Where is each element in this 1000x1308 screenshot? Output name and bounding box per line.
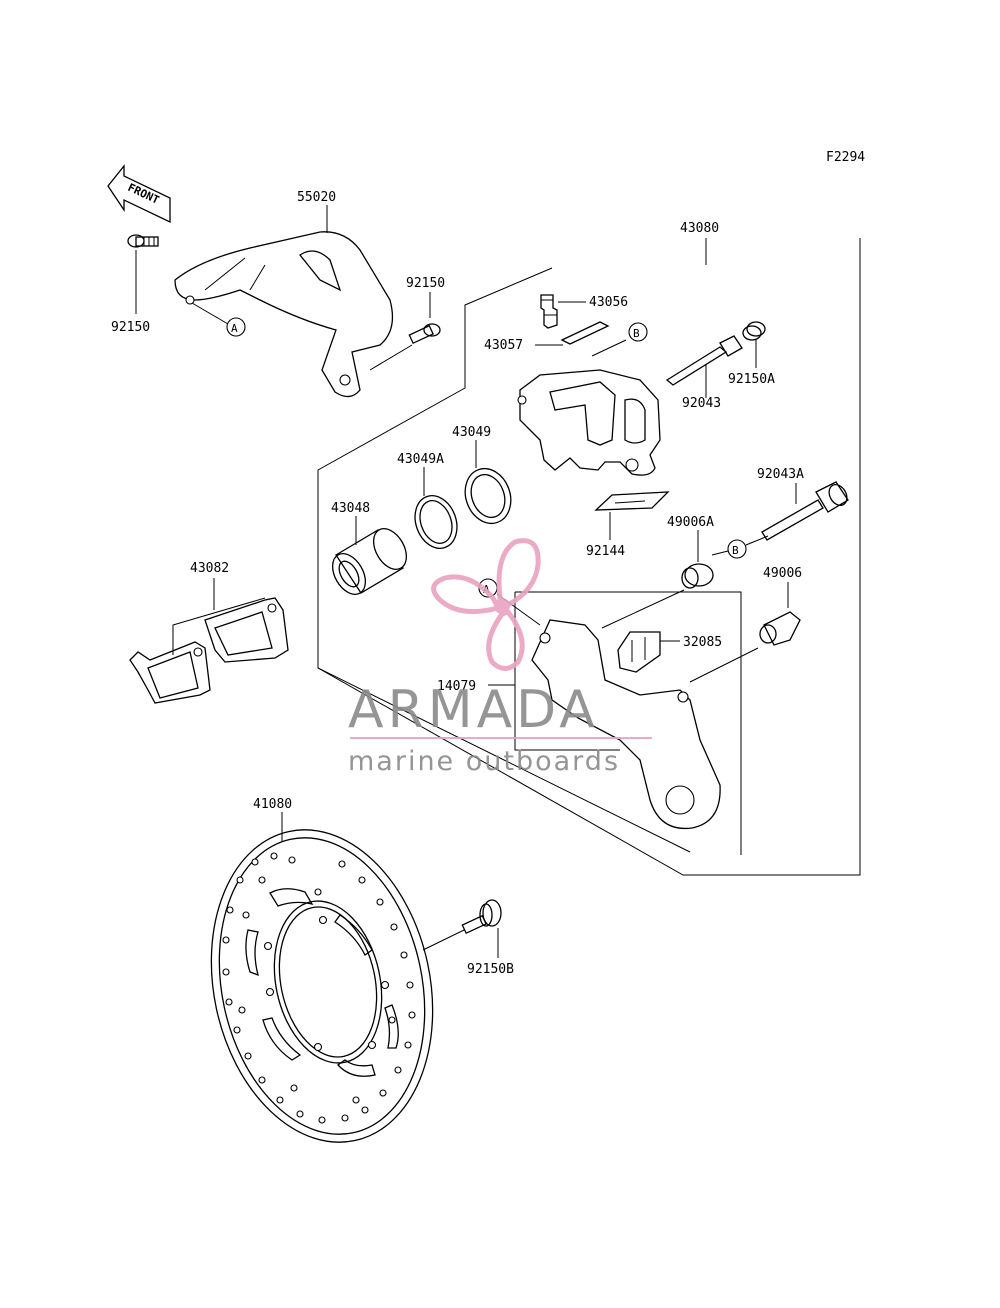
seal-43049a — [414, 467, 458, 549]
caliper-body — [517, 369, 661, 476]
callout-a-1: A — [226, 317, 246, 337]
label-55020: 55020 — [297, 190, 336, 205]
svg-text:B: B — [732, 544, 739, 557]
brake-guard-55020 — [174, 205, 394, 398]
label-92150-right: 92150 — [406, 276, 445, 291]
label-43080: 43080 — [680, 221, 719, 236]
brake-disc-41080 — [210, 812, 434, 1143]
label-92144: 92144 — [586, 544, 625, 559]
label-43049: 43049 — [452, 425, 491, 440]
bolt-92150b — [422, 899, 502, 958]
seal-43049 — [464, 440, 512, 525]
label-43048: 43048 — [331, 501, 370, 516]
pad-spring-32085 — [617, 631, 680, 673]
diagram-code: F2294 — [826, 150, 865, 165]
svg-text:A: A — [231, 322, 238, 335]
callout-b-2: B — [727, 539, 747, 559]
watermark-brand: ARMADA — [348, 680, 599, 740]
label-14079: 14079 — [437, 679, 476, 694]
label-92150a: 92150A — [728, 372, 775, 387]
piston-43048 — [331, 516, 408, 595]
brake-pads-43082 — [129, 578, 289, 704]
bolt-92150-left — [127, 234, 159, 314]
callout-b-1: B — [628, 322, 648, 342]
assembly-outline — [317, 238, 861, 876]
label-41080: 41080 — [253, 797, 292, 812]
front-arrow-icon: FRONT — [107, 164, 171, 224]
label-43057: 43057 — [484, 338, 523, 353]
bracket-14079 — [488, 619, 721, 830]
watermark: ARMADA marine outboards — [348, 538, 652, 777]
label-43049a: 43049A — [397, 452, 444, 467]
label-92043: 92043 — [682, 396, 721, 411]
label-49006a: 49006A — [667, 515, 714, 530]
bushing-49006 — [689, 582, 801, 683]
part-labels: 55020 92150 92150 43080 43056 43057 9204… — [111, 190, 804, 977]
propeller-logo-icon — [431, 538, 541, 671]
label-32085: 32085 — [683, 635, 722, 650]
disc-holes — [245, 888, 399, 1077]
bushing-49006a — [601, 530, 714, 629]
cap-92150a — [742, 321, 766, 368]
label-92150b: 92150B — [467, 962, 514, 977]
pin-92043 — [665, 335, 743, 398]
watermark-tagline: marine outboards — [348, 746, 620, 777]
bolt-92150-right — [369, 292, 441, 371]
label-92150-left: 92150 — [111, 320, 150, 335]
label-43056: 43056 — [589, 295, 628, 310]
spring-92144 — [594, 491, 670, 540]
label-92043a: 92043A — [757, 467, 804, 482]
cap-43057 — [535, 321, 627, 357]
label-43082: 43082 — [190, 561, 229, 576]
pin-92043a — [761, 481, 849, 541]
svg-text:B: B — [633, 327, 640, 340]
label-49006: 49006 — [763, 566, 802, 581]
disc-perimeter-holes — [222, 852, 416, 1124]
bleed-valve-43056 — [540, 294, 586, 329]
